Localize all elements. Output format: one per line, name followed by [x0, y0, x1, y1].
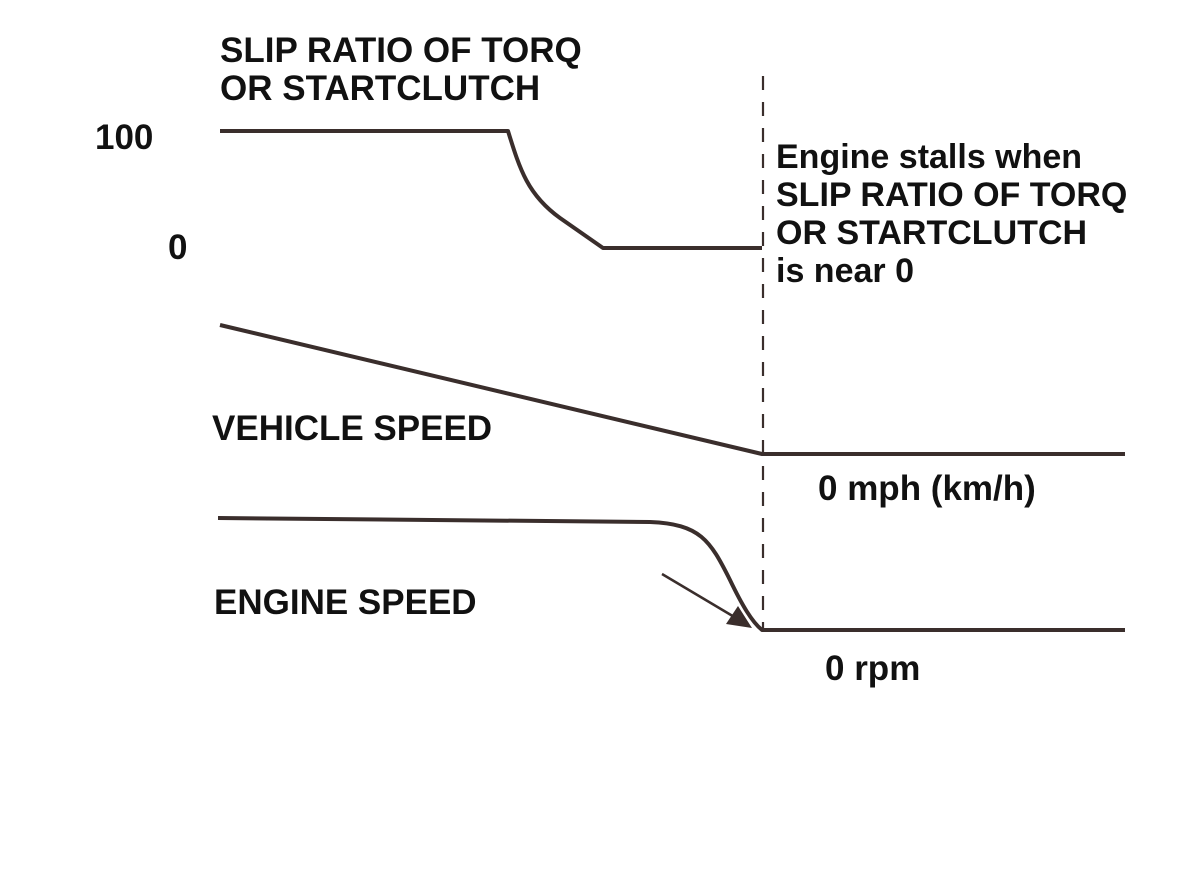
stall-note-line-1: Engine stalls when	[776, 138, 1083, 176]
stall-arrow-shaft	[661, 572, 737, 620]
vehicle-speed-label: VEHICLE SPEED	[212, 409, 493, 448]
slip-ratio-title-line-2: OR STARTCLUTCH	[220, 69, 541, 108]
vehicle-speed-curve	[219, 323, 1125, 456]
engine-speed-label: ENGINE SPEED	[214, 583, 477, 622]
stall-note-line-4: is near 0	[776, 252, 914, 290]
slip-ratio-title-line-1: SLIP RATIO OF TORQ	[220, 31, 582, 70]
stall-note: Engine stalls when SLIP RATIO OF TORQ OR…	[776, 138, 1127, 290]
engine-speed-curve	[217, 516, 1125, 632]
stall-arrow-head-icon	[726, 606, 752, 628]
engine-speed-end-value: 0 rpm	[825, 649, 921, 688]
slip-ratio-title: SLIP RATIO OF TORQ OR STARTCLUTCH	[220, 32, 582, 108]
slip-ratio-tick-0: 0	[168, 228, 188, 267]
slip-ratio-curve	[220, 129, 762, 250]
stall-note-line-2: SLIP RATIO OF TORQ	[776, 176, 1128, 214]
vehicle-speed-end-value: 0 mph (km/h)	[818, 469, 1036, 508]
stall-note-line-3: OR STARTCLUTCH	[776, 214, 1087, 252]
slip-ratio-tick-100: 100	[95, 118, 154, 157]
